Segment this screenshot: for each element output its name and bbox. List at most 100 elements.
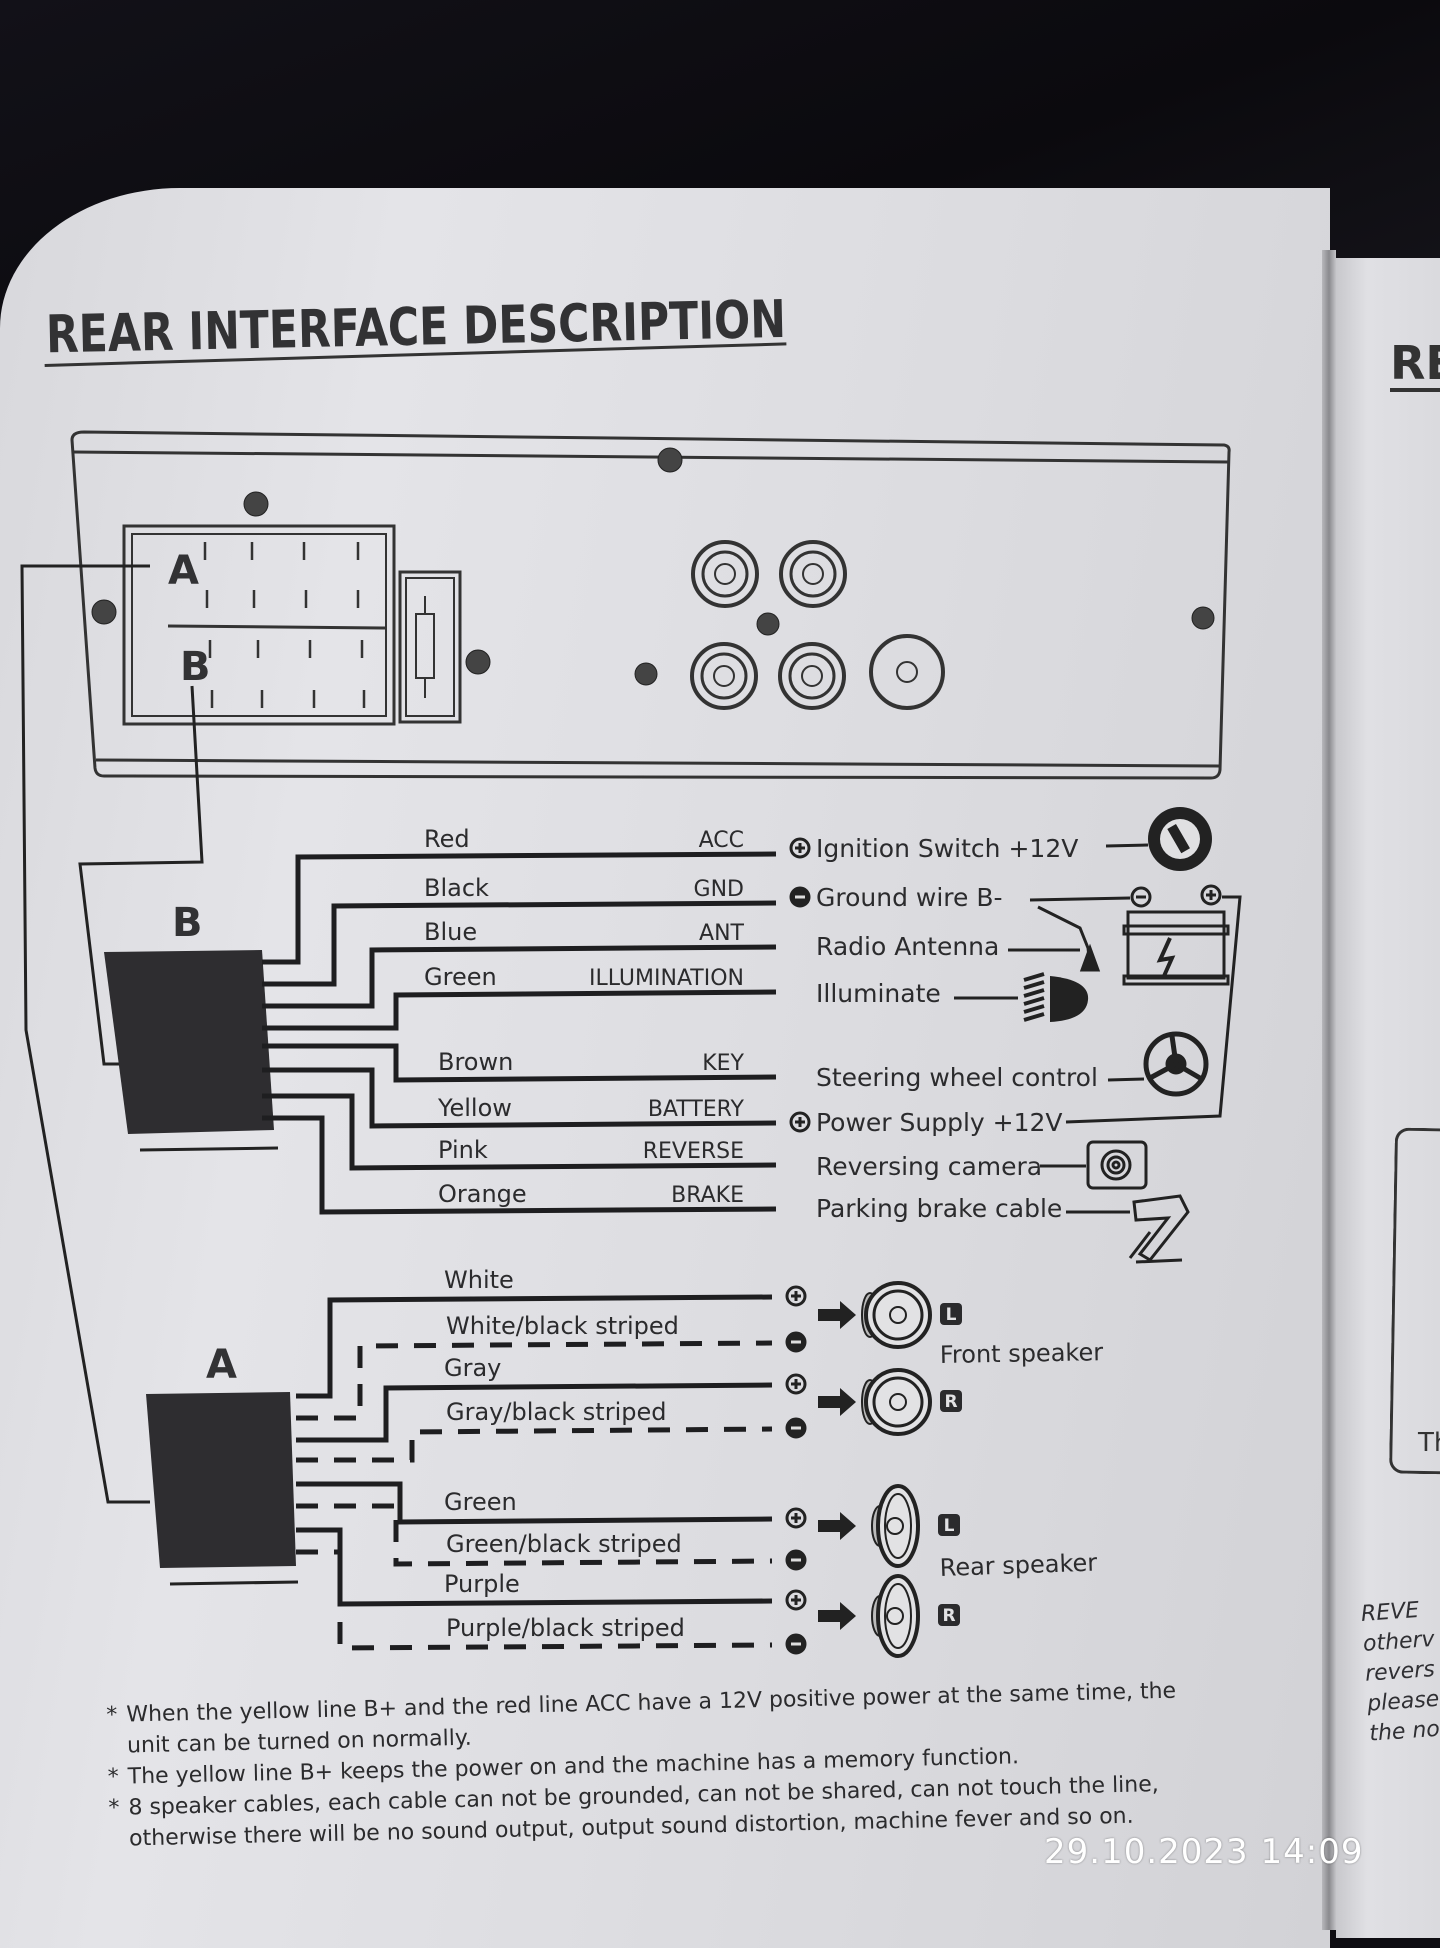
wire-target-label: Reversing camera: [816, 1152, 1042, 1181]
plus-terminal-icon: [785, 1285, 807, 1307]
manual-page-right: [1336, 258, 1440, 1938]
wire-b: [262, 900, 777, 987]
wire-color-label: Purple: [444, 1570, 520, 1598]
rca-jack-icon: [779, 540, 847, 608]
wire-function-label: ILLUMINATION: [589, 966, 744, 991]
wire-a-striped: [296, 1549, 773, 1651]
speaker-icon: [818, 1368, 932, 1436]
handbrake-icon: [1066, 1194, 1190, 1264]
connector-leader-lines: [20, 564, 204, 1504]
minus-terminal-icon: [785, 1417, 807, 1439]
plus-terminal-icon: [789, 837, 811, 859]
wire-target-label: Ground wire B-: [816, 883, 1003, 912]
head-unit-rear-panel: [70, 430, 1231, 780]
plus-terminal-icon: [785, 1373, 807, 1395]
right-page-title: RE: [1390, 338, 1440, 392]
right-page-text: REVE otherv revers please the nor: [1360, 1594, 1440, 1749]
wire-target-label: Parking brake cable: [816, 1194, 1062, 1223]
wire-color-label: Brown: [438, 1048, 513, 1076]
plus-terminal-icon: [789, 1111, 811, 1133]
title-underline: [44, 342, 787, 367]
screw-icon: [657, 447, 683, 473]
speaker-icon: [818, 1281, 932, 1349]
plus-terminal-icon: [785, 1507, 807, 1529]
screw-icon: [243, 491, 269, 517]
right-page-line: please: [1366, 1686, 1440, 1717]
wire-b: [262, 1115, 777, 1215]
wire-color-label: Blue: [424, 918, 477, 946]
wire-a: [296, 1382, 773, 1443]
right-page-box: [1388, 1127, 1440, 1475]
wire-function-label: REVERSE: [643, 1139, 744, 1164]
fuse-holder: [398, 570, 462, 724]
wire-color-label: Black: [424, 874, 489, 902]
wire-color-label: Purple/black striped: [446, 1614, 685, 1642]
camera-icon: [1040, 1140, 1148, 1190]
fuse-icon: [415, 613, 435, 679]
wire-b: [262, 989, 777, 1031]
wire-target-label: Illuminate: [816, 979, 941, 1008]
screw-icon: [91, 599, 117, 625]
channel-badge-label: R: [944, 1392, 957, 1412]
iso-connector-frame: [122, 524, 396, 726]
wire-color-label: Green: [444, 1488, 517, 1516]
wire-target-label: Radio Antenna: [816, 932, 999, 961]
rca-jack-icon: [691, 540, 759, 608]
wire-function-label: ACC: [699, 828, 744, 853]
panel-top-rail: [73, 450, 1229, 464]
minus-terminal-icon: [785, 1331, 807, 1353]
channel-badge: R: [940, 1390, 962, 1412]
steering-wheel-icon: [1107, 1031, 1209, 1097]
channel-badge: L: [940, 1303, 962, 1325]
screw-icon: [465, 649, 491, 675]
wire-color-label: Red: [424, 825, 470, 853]
harness-a-connector: [146, 1392, 296, 1568]
minus-terminal-icon: [785, 1549, 807, 1571]
minus-terminal-icon: [785, 1633, 807, 1655]
wire-color-label: White/black striped: [446, 1312, 679, 1340]
harness-a-wires: [296, 1294, 773, 1651]
panel-outline: [70, 430, 1231, 780]
headlight-icon: [954, 972, 1089, 1022]
wire-b: [262, 1093, 777, 1171]
notes-list: When the yellow line B+ and the red line…: [104, 1675, 1197, 1855]
wire-color-label: Pink: [438, 1136, 488, 1164]
wire-color-label: Orange: [438, 1180, 527, 1208]
page-title-group: REAR INTERFACE DESCRIPTION: [44, 290, 787, 367]
harness-b-wires: [262, 851, 777, 1215]
panel-screws: [91, 447, 1215, 686]
fuse-holder-inner: [405, 577, 455, 717]
panel-bottom-rail: [95, 758, 1221, 768]
right-page-box-text: Th: [1418, 1428, 1440, 1458]
channel-badge: R: [938, 1604, 960, 1626]
wire-color-label: Gray/black striped: [446, 1398, 666, 1426]
page-gutter: [1322, 250, 1336, 1930]
speaker-icon: [818, 1484, 920, 1568]
channel-badge-label: R: [942, 1606, 955, 1626]
channel-badge: L: [938, 1514, 960, 1536]
wire-function-label: KEY: [702, 1051, 744, 1076]
wire-color-label: Gray: [444, 1354, 501, 1382]
speaker-group: L R L R: [818, 1281, 962, 1658]
wire-a-striped: [296, 1340, 773, 1421]
rca-jack-icon: [869, 634, 945, 710]
wire-function-label: BRAKE: [671, 1183, 744, 1208]
screw-icon: [756, 612, 780, 636]
photo-timestamp: 29.10.2023 14:09: [1044, 1832, 1364, 1872]
arrow-right-icon: [818, 1301, 856, 1329]
screw-icon: [634, 662, 658, 686]
wire-b: [262, 1067, 777, 1129]
channel-badge-label: L: [946, 1305, 957, 1325]
panel-connector-a-label: A: [168, 548, 199, 594]
harness-b-connector: [104, 950, 274, 1134]
wire-b: [262, 851, 777, 965]
harness-a-label: A: [206, 1342, 237, 1388]
wire-a: [296, 1294, 773, 1399]
wire-function-label: BATTERY: [648, 1097, 745, 1122]
plus-terminal-icon: [785, 1589, 807, 1611]
wire-target-label: Power Supply +12V: [816, 1108, 1063, 1137]
wire-b: [262, 944, 777, 1009]
rca-jack-icon: [778, 642, 846, 710]
